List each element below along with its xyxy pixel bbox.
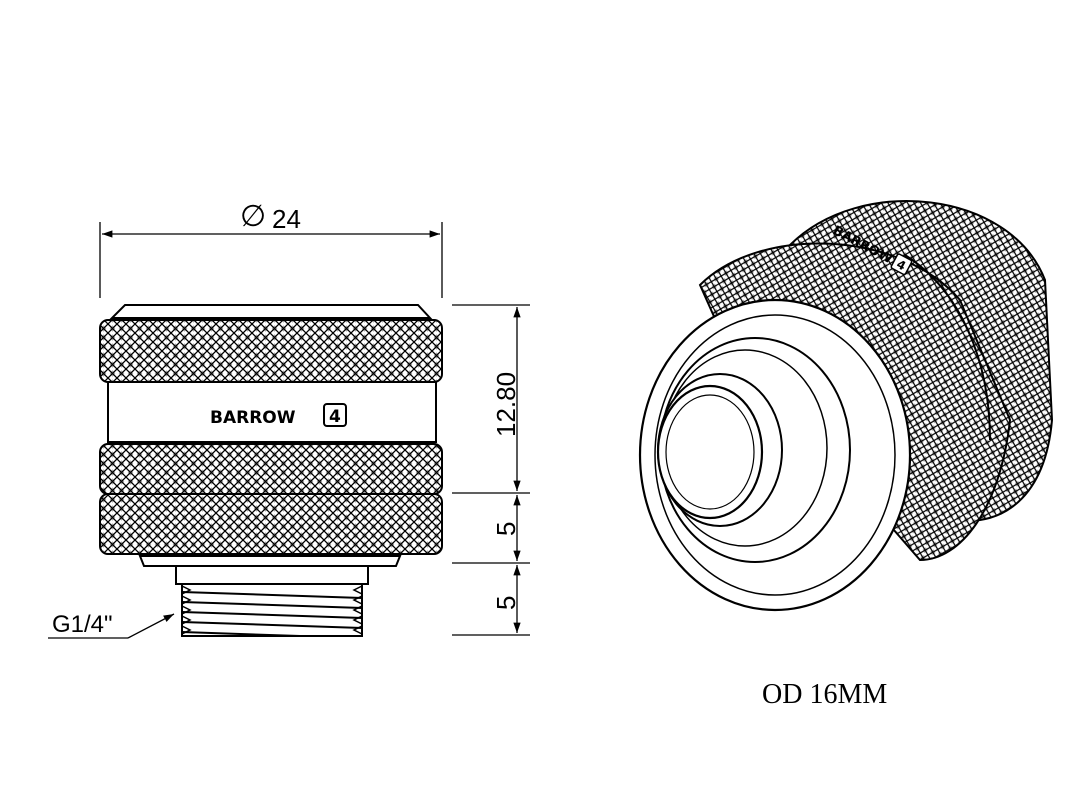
thread-callout: G1/4" [48, 611, 175, 639]
thread-neck [175, 565, 369, 585]
lower-knurl-band-1 [99, 443, 443, 495]
iso-view: BARROW 4 [638, 200, 1054, 612]
dimension-heights: 12.80 5 5 [452, 304, 530, 636]
diameter-value: 24 [272, 204, 301, 234]
svg-text:4: 4 [329, 407, 341, 427]
height-mid-label: 5 [491, 522, 521, 536]
lower-knurl-band-2 [99, 493, 443, 555]
upper-knurl-band [99, 319, 443, 383]
height-bottom-label: 5 [491, 596, 521, 610]
height-top-label: 12.80 [491, 372, 521, 437]
dimension-diameter: ∅ 24 [99, 200, 443, 298]
side-view: BARROW 4 [99, 304, 443, 637]
top-cap [109, 304, 433, 319]
diameter-symbol: ∅ [240, 200, 266, 233]
thread-section [181, 583, 363, 637]
thread-label: G1/4" [52, 611, 113, 638]
svg-text:BARROW: BARROW [210, 408, 296, 428]
brand-logo: BARROW 4 [210, 403, 347, 428]
base-collar [138, 555, 402, 567]
smooth-band [107, 381, 437, 443]
caption: OD 16MM [762, 679, 887, 710]
